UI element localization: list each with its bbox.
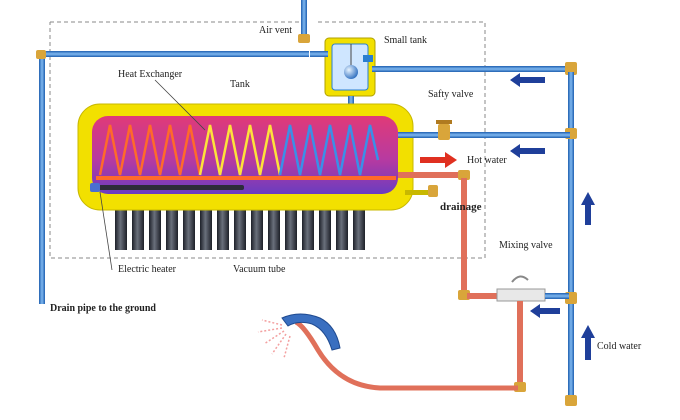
arrow-left-top	[510, 73, 545, 87]
label-drainage: drainage	[440, 201, 482, 213]
hot-water-arrow	[420, 152, 457, 168]
shower-spray	[257, 319, 291, 359]
safety-valve	[438, 124, 450, 140]
heat-exchanger-coil-warm	[198, 124, 282, 176]
label-vacuum-tube: Vacuum tube	[233, 264, 286, 275]
drain-pipe	[36, 50, 309, 304]
small-tank	[310, 37, 376, 112]
label-safety-valve: Safty valve	[428, 89, 474, 100]
label-small-tank: Small tank	[384, 35, 428, 46]
label-electric-heater: Electric heater	[118, 264, 177, 275]
label-cold-water: Cold water	[597, 341, 642, 352]
label-air-vent: Air vent	[259, 25, 293, 36]
arrow-up-cold	[581, 325, 595, 360]
air-vent-pipe	[298, 0, 310, 43]
arrow-left-low	[530, 304, 560, 318]
shower-hose	[281, 313, 518, 391]
safety-valve-pipe	[398, 120, 570, 140]
drainage-valve	[405, 185, 438, 197]
dashed-frame	[49, 21, 486, 259]
hot-water-pipe	[398, 170, 497, 300]
label-mixing-valve: Mixing valve	[499, 240, 553, 251]
heat-exchanger-coil-cold	[278, 124, 380, 176]
heat-exchanger-coil-hot	[98, 124, 202, 176]
mixing-valve	[496, 275, 569, 392]
main-tank	[77, 103, 414, 211]
leader-lines	[99, 79, 206, 271]
electric-heater	[94, 185, 244, 190]
label-tank: Tank	[230, 79, 250, 90]
label-drain-pipe: Drain pipe to the ground	[50, 303, 156, 314]
arrow-left-mid	[510, 144, 545, 158]
arrow-up-right	[581, 192, 595, 225]
label-hot-water: Hot water	[467, 155, 507, 166]
label-heat-exchanger: Heat Exchanger	[118, 69, 183, 80]
flow-arrows	[420, 73, 595, 360]
